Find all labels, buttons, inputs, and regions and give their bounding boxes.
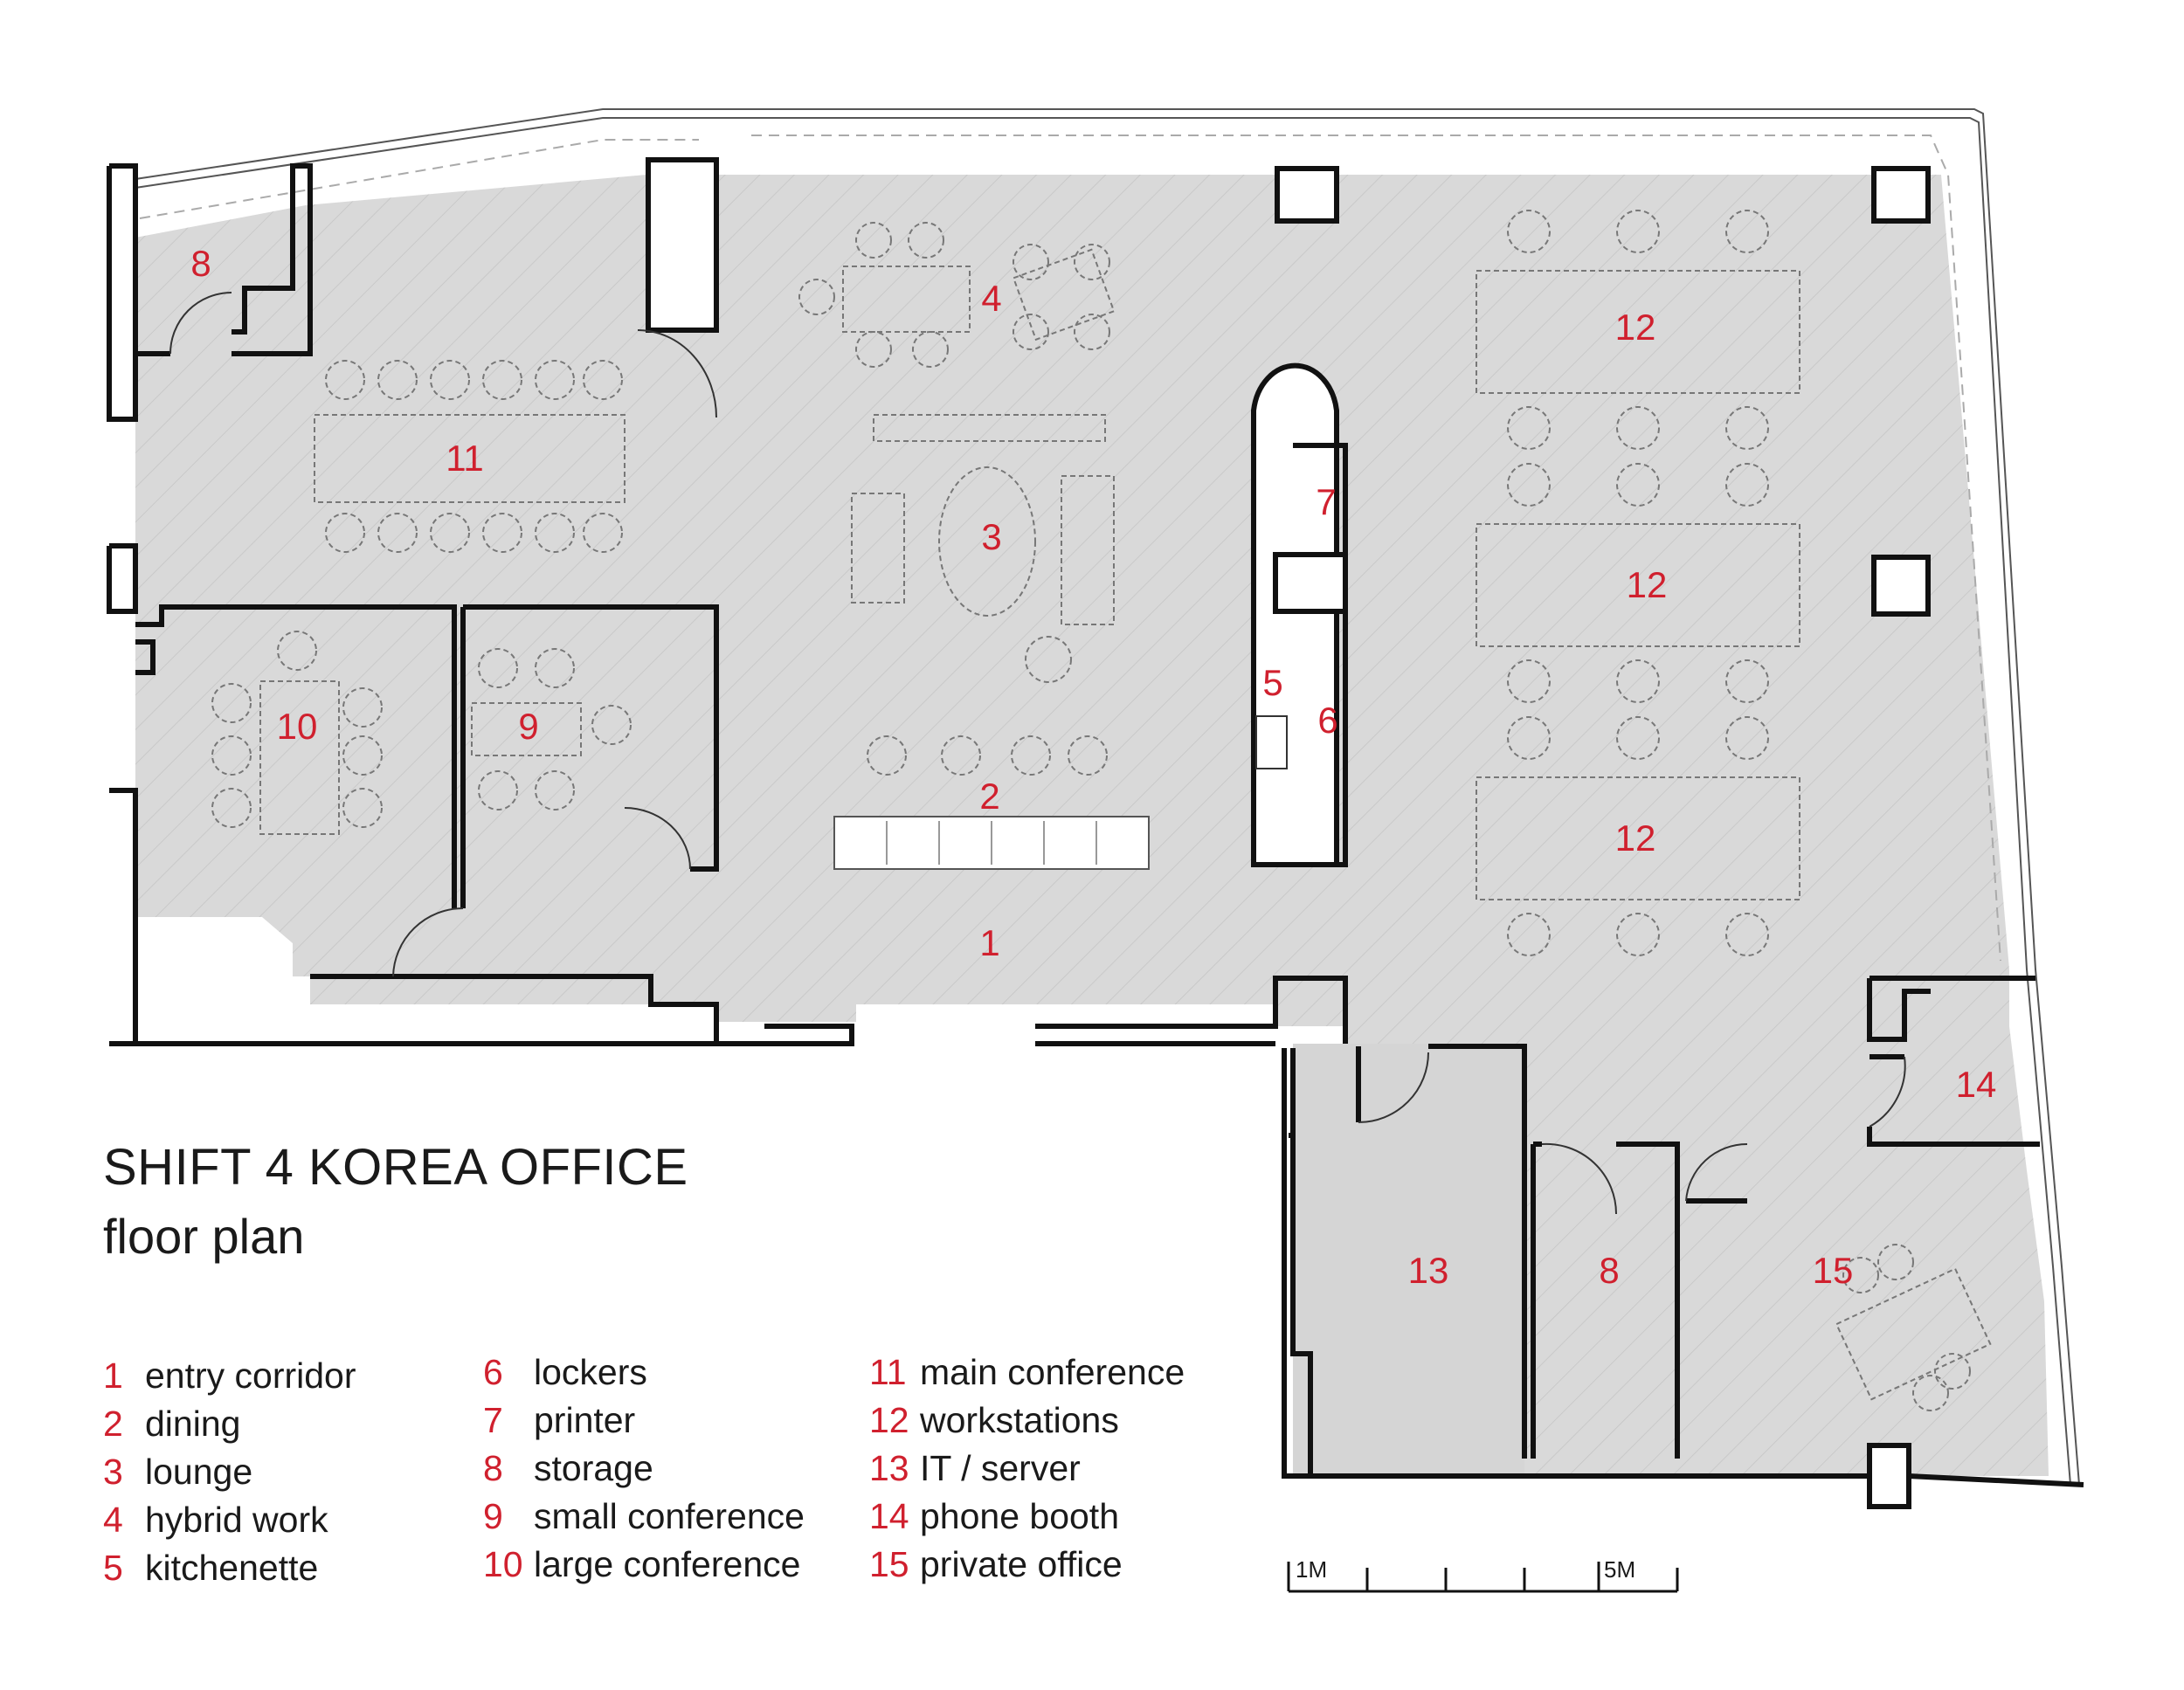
floor-main bbox=[135, 175, 2009, 1048]
conference-table-10 bbox=[259, 680, 340, 835]
legend-item: 11 main conference bbox=[869, 1352, 1185, 1400]
plan-subtitle: floor plan bbox=[103, 1209, 305, 1264]
legend-label: phone booth bbox=[920, 1496, 1120, 1536]
room-label-large-conference: 10 bbox=[277, 706, 318, 747]
legend-label: private office bbox=[920, 1544, 1123, 1584]
kitchen-sink bbox=[1255, 715, 1288, 769]
legend-label: lounge bbox=[145, 1452, 253, 1492]
workstation-desk-2 bbox=[1476, 523, 1800, 647]
legend-number: 14 bbox=[869, 1496, 909, 1536]
legend-item: 15 private office bbox=[869, 1544, 1185, 1592]
coffee-table bbox=[938, 466, 1036, 617]
room-label-workstations-b: 12 bbox=[1627, 564, 1668, 605]
room-label-private-office: 15 bbox=[1813, 1250, 1854, 1291]
workstation-desk-1 bbox=[1476, 270, 1800, 394]
legend-label: storage bbox=[534, 1448, 653, 1488]
plan-title: SHIFT 4 KOREA OFFICE bbox=[103, 1139, 688, 1196]
legend-number: 3 bbox=[103, 1452, 123, 1492]
legend-column-2: 6 lockers 7 printer 8 storage 9 small confer… bbox=[483, 1352, 805, 1592]
room-label-workstations-a: 12 bbox=[1615, 307, 1656, 348]
shelf-row bbox=[873, 414, 1106, 442]
legend-number: 8 bbox=[483, 1448, 503, 1488]
legend-number: 1 bbox=[103, 1355, 123, 1396]
window-frame bbox=[135, 108, 2080, 1486]
legend-item: 12 workstations bbox=[869, 1400, 1185, 1448]
chairs bbox=[211, 210, 1971, 1411]
room-labels: 8 4 12 11 7 3 12 10 9 5 6 2 12 1 14 13 8… bbox=[190, 243, 1996, 1291]
legend-item: 8 storage bbox=[483, 1448, 805, 1496]
legend-number: 4 bbox=[103, 1500, 123, 1540]
sofa-left bbox=[851, 493, 905, 604]
door-swings bbox=[169, 292, 1906, 1215]
legend-item: 6 lockers bbox=[483, 1352, 805, 1400]
sofa-right bbox=[1061, 475, 1115, 625]
room-label-storage-8b: 8 bbox=[1599, 1250, 1619, 1291]
legend-label: large conference bbox=[534, 1544, 801, 1584]
legend-item: 1 entry corridor bbox=[103, 1355, 356, 1404]
room-label-it-server: 13 bbox=[1408, 1250, 1449, 1291]
legend-label: hybrid work bbox=[145, 1500, 328, 1540]
legend-label: IT / server bbox=[920, 1448, 1081, 1488]
legend-number: 6 bbox=[483, 1352, 503, 1392]
legend-label: kitchenette bbox=[145, 1548, 319, 1588]
legend-number: 2 bbox=[103, 1404, 123, 1444]
room-label-entry-corridor: 1 bbox=[979, 922, 999, 963]
hybrid-table-a bbox=[842, 266, 971, 333]
legend-item: 3 lounge bbox=[103, 1452, 356, 1500]
floor-areas bbox=[135, 175, 2049, 1476]
legend-number: 7 bbox=[483, 1400, 503, 1440]
legend-label: main conference bbox=[920, 1352, 1185, 1392]
scale-bar bbox=[1287, 1562, 1679, 1593]
conference-table-11 bbox=[314, 414, 625, 503]
room-label-small-conference: 9 bbox=[518, 706, 538, 747]
floor-it-server bbox=[1293, 1044, 1524, 1476]
room-label-workstations-c: 12 bbox=[1615, 817, 1656, 859]
legend-item: 7 printer bbox=[483, 1400, 805, 1448]
legend-column-1: 1 entry corridor 2 dining 3 lounge 4 hybrid … bbox=[103, 1355, 356, 1596]
legend-number: 10 bbox=[483, 1544, 523, 1584]
legend-item: 4 hybrid work bbox=[103, 1500, 356, 1548]
dining-bench-seats bbox=[886, 821, 1097, 865]
legend-label: workstations bbox=[920, 1400, 1119, 1440]
legend-item: 14 phone booth bbox=[869, 1496, 1185, 1544]
office-desk-15 bbox=[1835, 1267, 1992, 1401]
furniture bbox=[211, 210, 1992, 1411]
legend-label: entry corridor bbox=[145, 1355, 356, 1396]
legend-label: dining bbox=[145, 1404, 241, 1444]
room-label-printer: 7 bbox=[1316, 481, 1336, 522]
scale-label-start: 1M bbox=[1296, 1556, 1327, 1583]
room-label-lounge: 3 bbox=[981, 516, 1001, 557]
legend-number: 11 bbox=[869, 1352, 907, 1392]
legend-item: 10 large conference bbox=[483, 1544, 805, 1592]
legend-label: small conference bbox=[534, 1496, 805, 1536]
room-label-lockers: 6 bbox=[1317, 700, 1337, 741]
legend-item: 9 small conference bbox=[483, 1496, 805, 1544]
room-label-hybrid-work: 4 bbox=[981, 278, 1001, 319]
room-label-storage-8a: 8 bbox=[190, 243, 211, 284]
legend-column-3: 11 main conference 12 workstations 13 IT / … bbox=[869, 1352, 1185, 1592]
workstation-desk-3 bbox=[1476, 776, 1800, 900]
room-label-kitchenette: 5 bbox=[1262, 662, 1282, 703]
scale-label-end: 5M bbox=[1604, 1556, 1635, 1583]
legend-label: printer bbox=[534, 1400, 636, 1440]
conference-table-9 bbox=[471, 702, 582, 756]
hybrid-table-b bbox=[1012, 248, 1116, 341]
legend-item: 13 IT / server bbox=[869, 1448, 1185, 1496]
room-label-phone-booth: 14 bbox=[1956, 1064, 1997, 1105]
room-label-main-conference: 11 bbox=[446, 438, 484, 479]
legend-number: 12 bbox=[869, 1400, 909, 1440]
room-label-dining: 2 bbox=[979, 776, 999, 817]
legend-number: 9 bbox=[483, 1496, 503, 1536]
legend-label: lockers bbox=[534, 1352, 647, 1392]
legend-number: 5 bbox=[103, 1548, 123, 1588]
legend-item: 2 dining bbox=[103, 1404, 356, 1452]
legend-item: 5 kitchenette bbox=[103, 1548, 356, 1596]
legend-number: 13 bbox=[869, 1448, 909, 1488]
legend-number: 15 bbox=[869, 1544, 909, 1584]
